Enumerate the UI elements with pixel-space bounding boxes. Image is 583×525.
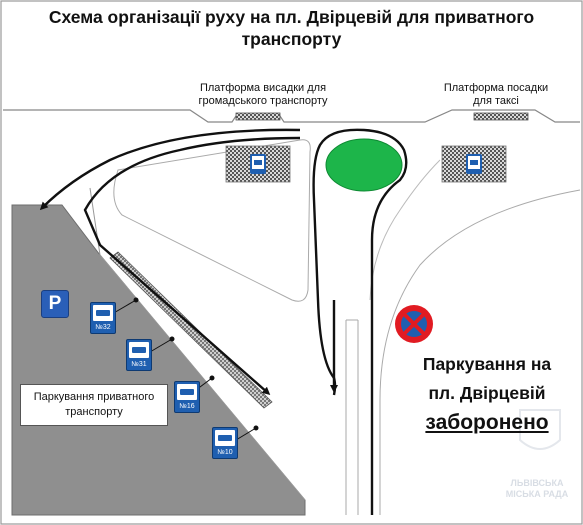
pointer-dot-16	[209, 375, 215, 381]
route-to-parking	[39, 128, 301, 211]
bus-stop-icon: №10	[212, 427, 238, 459]
inner-road-edge	[369, 159, 441, 301]
parking-area	[11, 204, 306, 516]
route-roundabout	[312, 128, 408, 396]
bus-route-label: №16	[179, 403, 195, 410]
no-parking-cross	[402, 312, 426, 336]
bus-stop-tile-right	[441, 145, 507, 183]
label-public-platform: Платформа висадки для громадського транс…	[198, 82, 328, 107]
taxi-platform	[473, 112, 529, 121]
private-parking-label: Паркування приватного транспорту	[33, 391, 155, 418]
side-road	[345, 319, 359, 515]
parking-ban-message: Паркування на пл. Двірцевій заборонено	[392, 350, 582, 437]
bus-route-label: №31	[131, 361, 147, 368]
pointer-dot-32	[133, 297, 139, 303]
ban-line-1: Паркування на	[422, 354, 552, 374]
parking-sign-icon: P	[41, 290, 69, 318]
ban-line-2: пл. Двірцевій	[428, 383, 546, 403]
right-road-edge	[379, 189, 581, 515]
sidewalk-edge	[89, 187, 306, 501]
pointer-line-10	[235, 427, 257, 441]
page-title: Схема організації руху на пл. Двірцевій …	[48, 7, 535, 49]
watermark-text: ЛЬВІВСЬКА МІСЬКА РАДА	[505, 478, 569, 499]
private-parking-label-box: Паркування приватного транспорту	[20, 384, 168, 426]
label-taxi-platform: Платформа посадки для таксі	[443, 82, 549, 107]
bus-route-label: №32	[95, 324, 111, 331]
bus-stop-icon	[466, 154, 482, 174]
bus-stop-icon: №16	[174, 381, 200, 413]
bus-route-label: №10	[217, 449, 233, 456]
bus-stop-icon: №31	[126, 339, 152, 371]
route-along-platform	[83, 136, 301, 395]
pointer-dot-10	[253, 425, 259, 431]
public-transport-platform	[235, 112, 281, 121]
pointer-line-32	[111, 299, 137, 315]
roundabout-island-icon	[325, 138, 403, 192]
pointer-dot-31	[169, 336, 175, 342]
ban-line-3: заборонено	[425, 411, 549, 434]
bus-stop-icon: №32	[90, 302, 116, 334]
traffic-island	[113, 139, 311, 302]
pointer-line-31	[149, 338, 173, 353]
watermark-crest-icon	[519, 409, 561, 450]
bus-stop-icon	[250, 154, 266, 174]
road-edge-top	[3, 109, 580, 123]
